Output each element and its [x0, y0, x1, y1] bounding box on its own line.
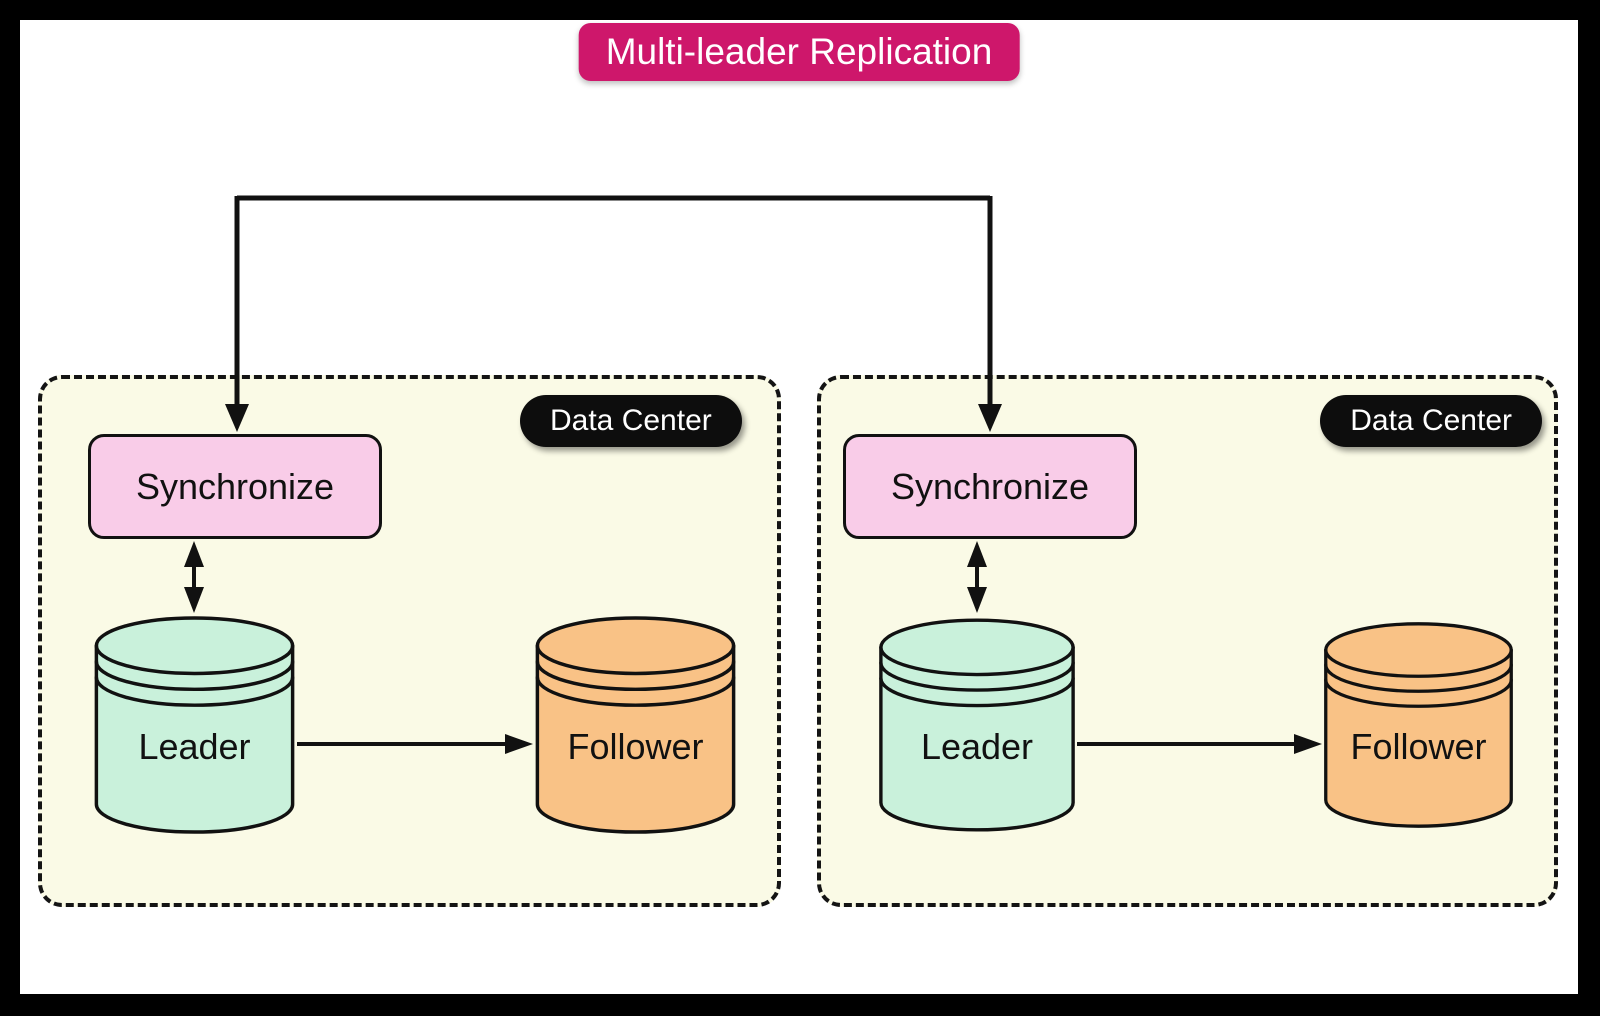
data-center-2-badge: Data Center [1320, 395, 1542, 447]
data-center-2-follower-database: Follower [1322, 614, 1515, 836]
leader-label: Leader [920, 726, 1034, 768]
data-center-1-follower-database: Follower [533, 614, 738, 836]
data-center-2-leader-database: Leader [877, 614, 1077, 836]
data-center-1-synchronize-box: Synchronize [88, 434, 382, 539]
data-center-1-badge: Data Center [520, 395, 742, 447]
data-center-1-leader-database: Leader [92, 614, 297, 836]
follower-label: Follower [567, 726, 704, 768]
database-cylinder-icon [94, 616, 295, 834]
follower-label: Follower [1350, 726, 1487, 768]
diagram-title: Multi-leader Replication [578, 23, 1020, 81]
database-cylinder-icon [535, 616, 736, 834]
leader-label: Leader [138, 726, 251, 768]
database-cylinder-icon [879, 618, 1075, 832]
database-cylinder-icon [1324, 622, 1513, 828]
data-center-2-synchronize-box: Synchronize [843, 434, 1137, 539]
